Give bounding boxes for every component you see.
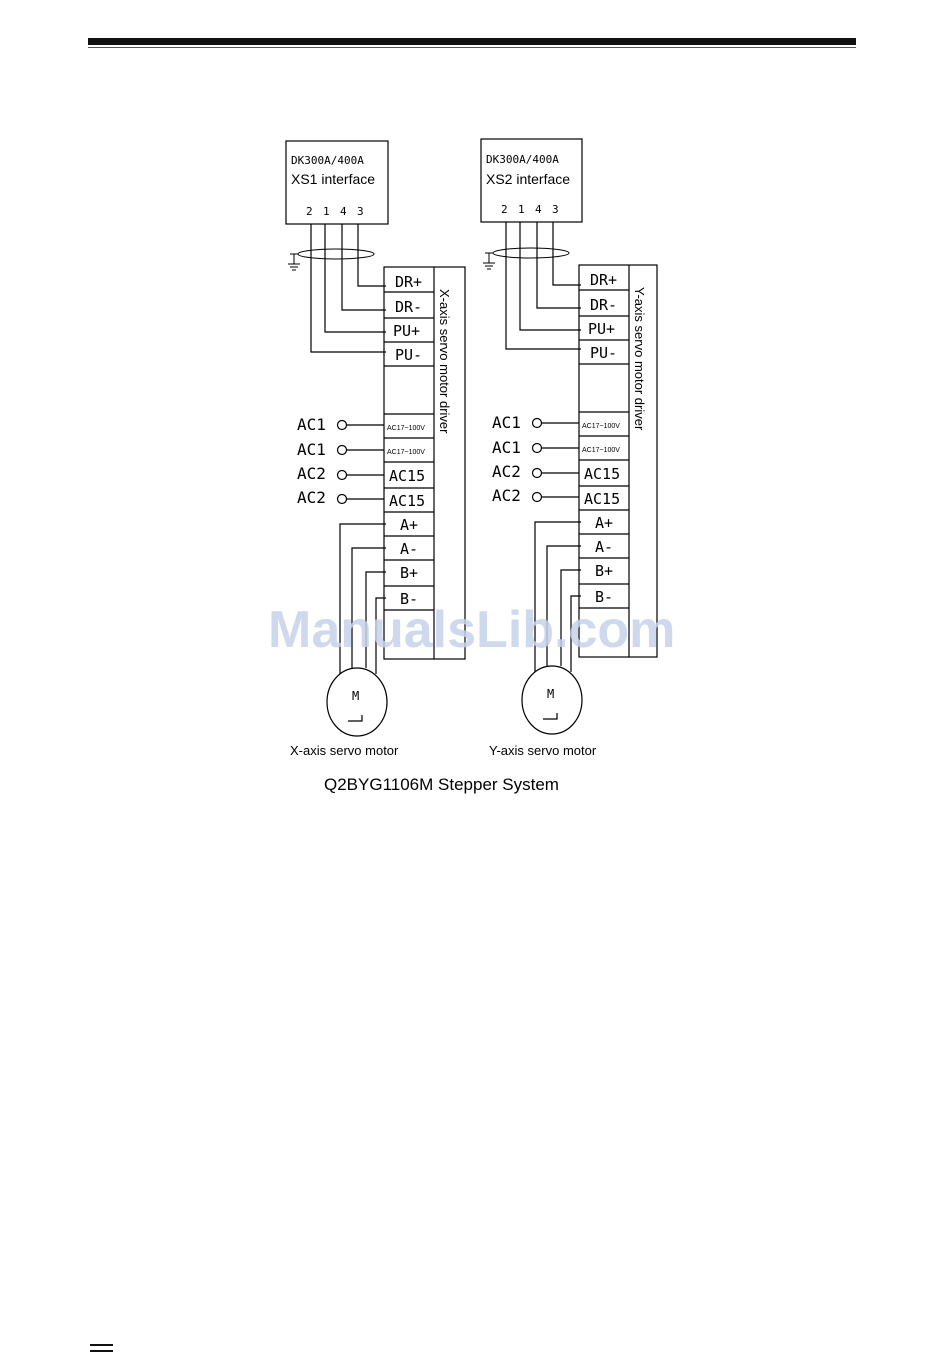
x-motor-symbol xyxy=(348,715,363,722)
x-motor-icon xyxy=(326,667,388,737)
cable-shield xyxy=(492,247,570,259)
y-axis-system: DK300A/400A XS2 interface 2 1 4 3 xyxy=(480,138,658,758)
y-motor-symbol xyxy=(543,713,558,720)
y-ac-connectors xyxy=(531,417,579,503)
y-driver-label: Y-axis servo motor driver xyxy=(632,287,647,431)
y-terminal-ac17-2: AC17~100V xyxy=(582,447,620,454)
y-terminal-ac15-2: AC15 xyxy=(584,490,620,508)
xs1-pin-2: 1 xyxy=(323,205,330,218)
x-terminal-ac17-2: AC17~100V xyxy=(387,449,425,456)
x-ac-input-4: AC2 xyxy=(297,488,326,507)
header-rule-thin xyxy=(88,47,856,48)
xs2-model-text: DK300A/400A xyxy=(486,153,559,166)
y-ac-input-2: AC1 xyxy=(492,438,521,457)
y-ac-input-1: AC1 xyxy=(492,413,521,432)
y-terminal-pu-minus: PU- xyxy=(590,344,617,362)
xs1-interface-text: XS1 interface xyxy=(291,171,375,187)
y-terminal-a-minus: A- xyxy=(595,538,613,556)
xs2-pin-3: 4 xyxy=(535,203,542,216)
xs2-pin-1: 2 xyxy=(501,203,508,216)
xs2-pin-2: 1 xyxy=(518,203,525,216)
x-terminal-ac15-2: AC15 xyxy=(389,492,425,510)
y-terminal-ac17-1: AC17~100V xyxy=(582,423,620,430)
y-terminal-ac15-1: AC15 xyxy=(584,465,620,483)
x-terminal-dr-plus: DR+ xyxy=(395,273,422,291)
y-terminal-dr-plus: DR+ xyxy=(590,271,617,289)
x-terminal-ac17-1: AC17~100V xyxy=(387,425,425,432)
y-ac-input-3: AC2 xyxy=(492,462,521,481)
xs2-interface-text: XS2 interface xyxy=(486,171,570,187)
x-axis-system: DK300A/400A XS1 interface 2 1 4 3 xyxy=(285,140,466,758)
y-motor-label: Y-axis servo motor xyxy=(489,743,597,758)
y-terminal-b-minus: B- xyxy=(595,588,613,606)
y-terminal-grid xyxy=(579,289,629,609)
footer-mark xyxy=(90,1344,113,1346)
x-motor-wires xyxy=(339,523,386,674)
x-terminal-ac15-1: AC15 xyxy=(389,467,425,485)
xs1-pin-4: 3 xyxy=(357,205,364,218)
xs1-pin-1: 2 xyxy=(306,205,313,218)
ground-icon xyxy=(483,252,495,270)
x-terminal-a-minus: A- xyxy=(400,540,418,558)
xs1-interface-box xyxy=(285,140,389,225)
header-rule xyxy=(88,38,856,45)
y-motor-wires xyxy=(534,521,581,672)
y-terminal-pu-plus: PU+ xyxy=(588,320,615,338)
xs1-model-text: DK300A/400A xyxy=(291,154,364,167)
signal-wires xyxy=(310,224,386,353)
xs2-interface-box xyxy=(480,138,583,223)
figure-caption: Q2BYG1106M Stepper System xyxy=(324,775,559,794)
y-motor-icon xyxy=(521,665,583,735)
x-terminal-a-plus: A+ xyxy=(400,516,418,534)
x-driver-label: X-axis servo motor driver xyxy=(437,289,452,434)
x-ac-input-1: AC1 xyxy=(297,415,326,434)
x-terminal-pu-plus: PU+ xyxy=(393,322,420,340)
xs1-pin-3: 4 xyxy=(340,205,347,218)
signal-wires xyxy=(505,222,581,350)
y-motor-letter: M xyxy=(547,687,554,701)
x-driver-box xyxy=(383,266,466,660)
cable-shield xyxy=(297,248,375,260)
y-ac-input-4: AC2 xyxy=(492,486,521,505)
xs2-pin-4: 3 xyxy=(552,203,559,216)
x-terminal-pu-minus: PU- xyxy=(395,346,422,364)
y-terminal-dr-minus: DR- xyxy=(590,296,617,314)
x-terminal-b-plus: B+ xyxy=(400,564,418,582)
watermark: ManualsLib.com xyxy=(268,601,676,659)
x-motor-letter: M xyxy=(352,689,359,703)
x-motor-label: X-axis servo motor xyxy=(290,743,399,758)
x-ac-input-3: AC2 xyxy=(297,464,326,483)
footer-mark xyxy=(90,1350,113,1352)
ground-icon xyxy=(288,253,300,271)
x-terminal-b-minus: B- xyxy=(400,590,418,608)
x-terminal-dr-minus: DR- xyxy=(395,298,422,316)
y-terminal-a-plus: A+ xyxy=(595,514,613,532)
x-ac-connectors xyxy=(336,419,384,505)
y-driver-box xyxy=(578,264,658,658)
x-terminal-grid xyxy=(384,291,434,611)
x-ac-input-2: AC1 xyxy=(297,440,326,459)
y-terminal-b-plus: B+ xyxy=(595,562,613,580)
